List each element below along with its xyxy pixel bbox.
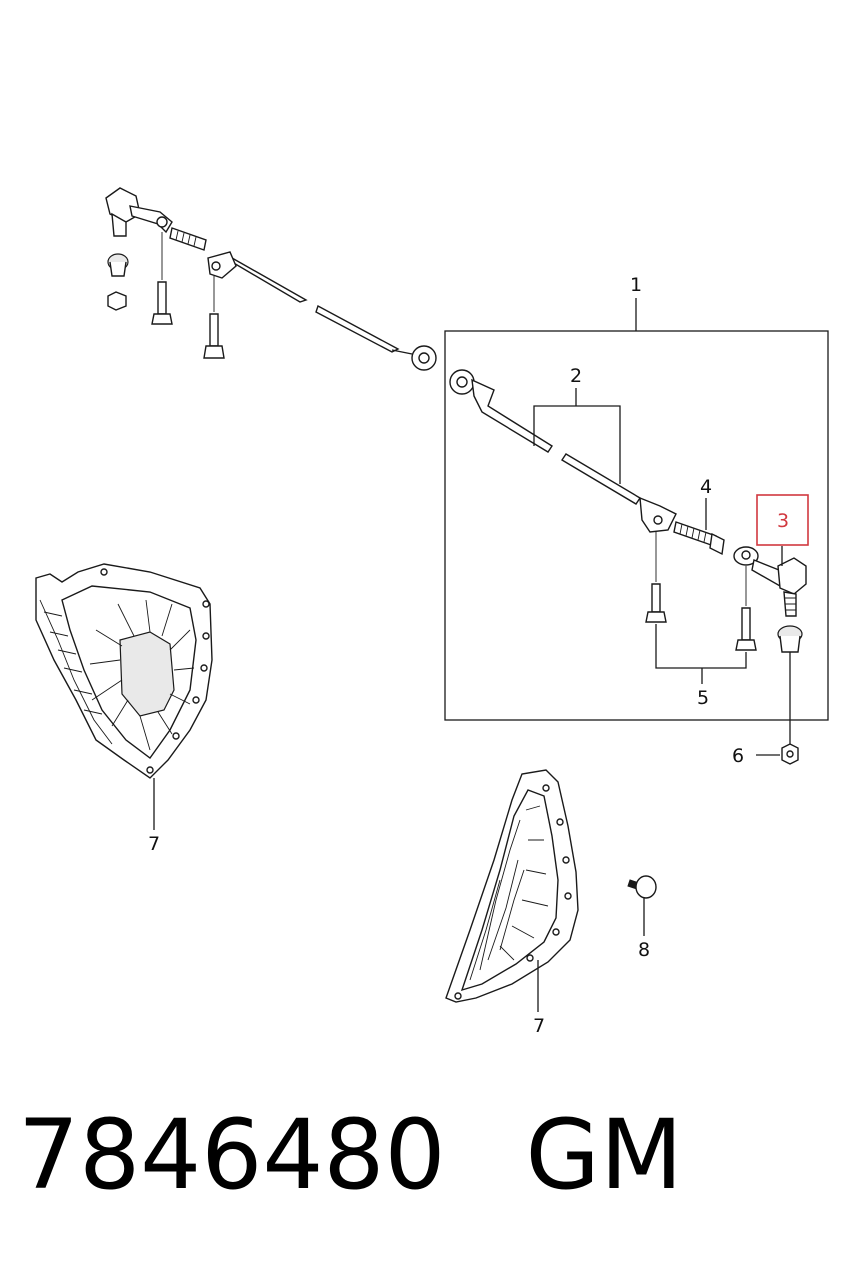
callout-4: 4 xyxy=(700,476,712,498)
callout-7-left: 7 xyxy=(148,833,160,855)
callout-3: 3 xyxy=(777,510,789,532)
splash-shield-right xyxy=(445,769,579,1012)
callout-7-right: 7 xyxy=(533,1015,545,1037)
callout-6: 6 xyxy=(732,745,744,767)
splash-shield-left xyxy=(35,563,213,830)
callout-2: 2 xyxy=(570,365,582,387)
callout-1: 1 xyxy=(630,274,642,296)
footer-caption: 7846480 GM xyxy=(18,1100,683,1210)
highlight-box xyxy=(756,494,809,546)
tie-rod-kit-box xyxy=(444,298,829,745)
callout-5: 5 xyxy=(697,687,709,709)
callout-8: 8 xyxy=(638,939,650,961)
part-number: 7846480 xyxy=(18,1099,446,1211)
upper-tie-rod-assembly xyxy=(105,187,437,371)
screw-8 xyxy=(627,875,657,936)
nut-6 xyxy=(756,743,799,765)
brand-name: GM xyxy=(525,1099,683,1211)
